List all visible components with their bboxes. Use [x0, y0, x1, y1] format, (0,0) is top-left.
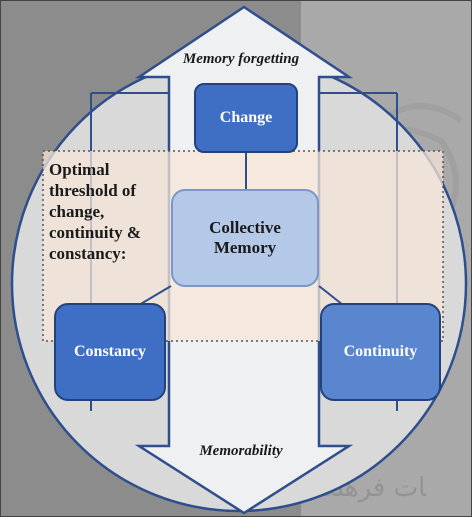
- threshold-line: continuity &: [49, 223, 142, 242]
- collective-memory-line2: Memory: [213, 238, 277, 257]
- connector-constancy: [138, 285, 172, 306]
- threshold-line: constancy:: [49, 244, 127, 263]
- constancy-node: Constancy: [54, 303, 166, 401]
- threshold-line: change,: [49, 202, 105, 221]
- threshold-line: Optimal: [49, 160, 110, 179]
- connector-continuity: [318, 285, 344, 306]
- threshold-text: Optimal threshold of change, continuity …: [49, 159, 179, 264]
- collective-memory-line1: Collective: [209, 218, 281, 237]
- memorability-label: Memorability: [199, 443, 283, 459]
- threshold-line: threshold of: [49, 181, 137, 200]
- change-node: Change: [194, 83, 298, 153]
- constancy-node-label: Constancy: [73, 343, 146, 360]
- continuity-node-label: Continuity: [343, 343, 418, 360]
- continuity-node: Continuity: [320, 303, 441, 401]
- collective-memory-node: Collective Memory: [171, 189, 319, 287]
- collective-memory-label: Collective Memory: [209, 218, 281, 258]
- change-node-label: Change: [219, 109, 273, 126]
- memory-forgetting-label: Memory forgetting: [182, 51, 300, 67]
